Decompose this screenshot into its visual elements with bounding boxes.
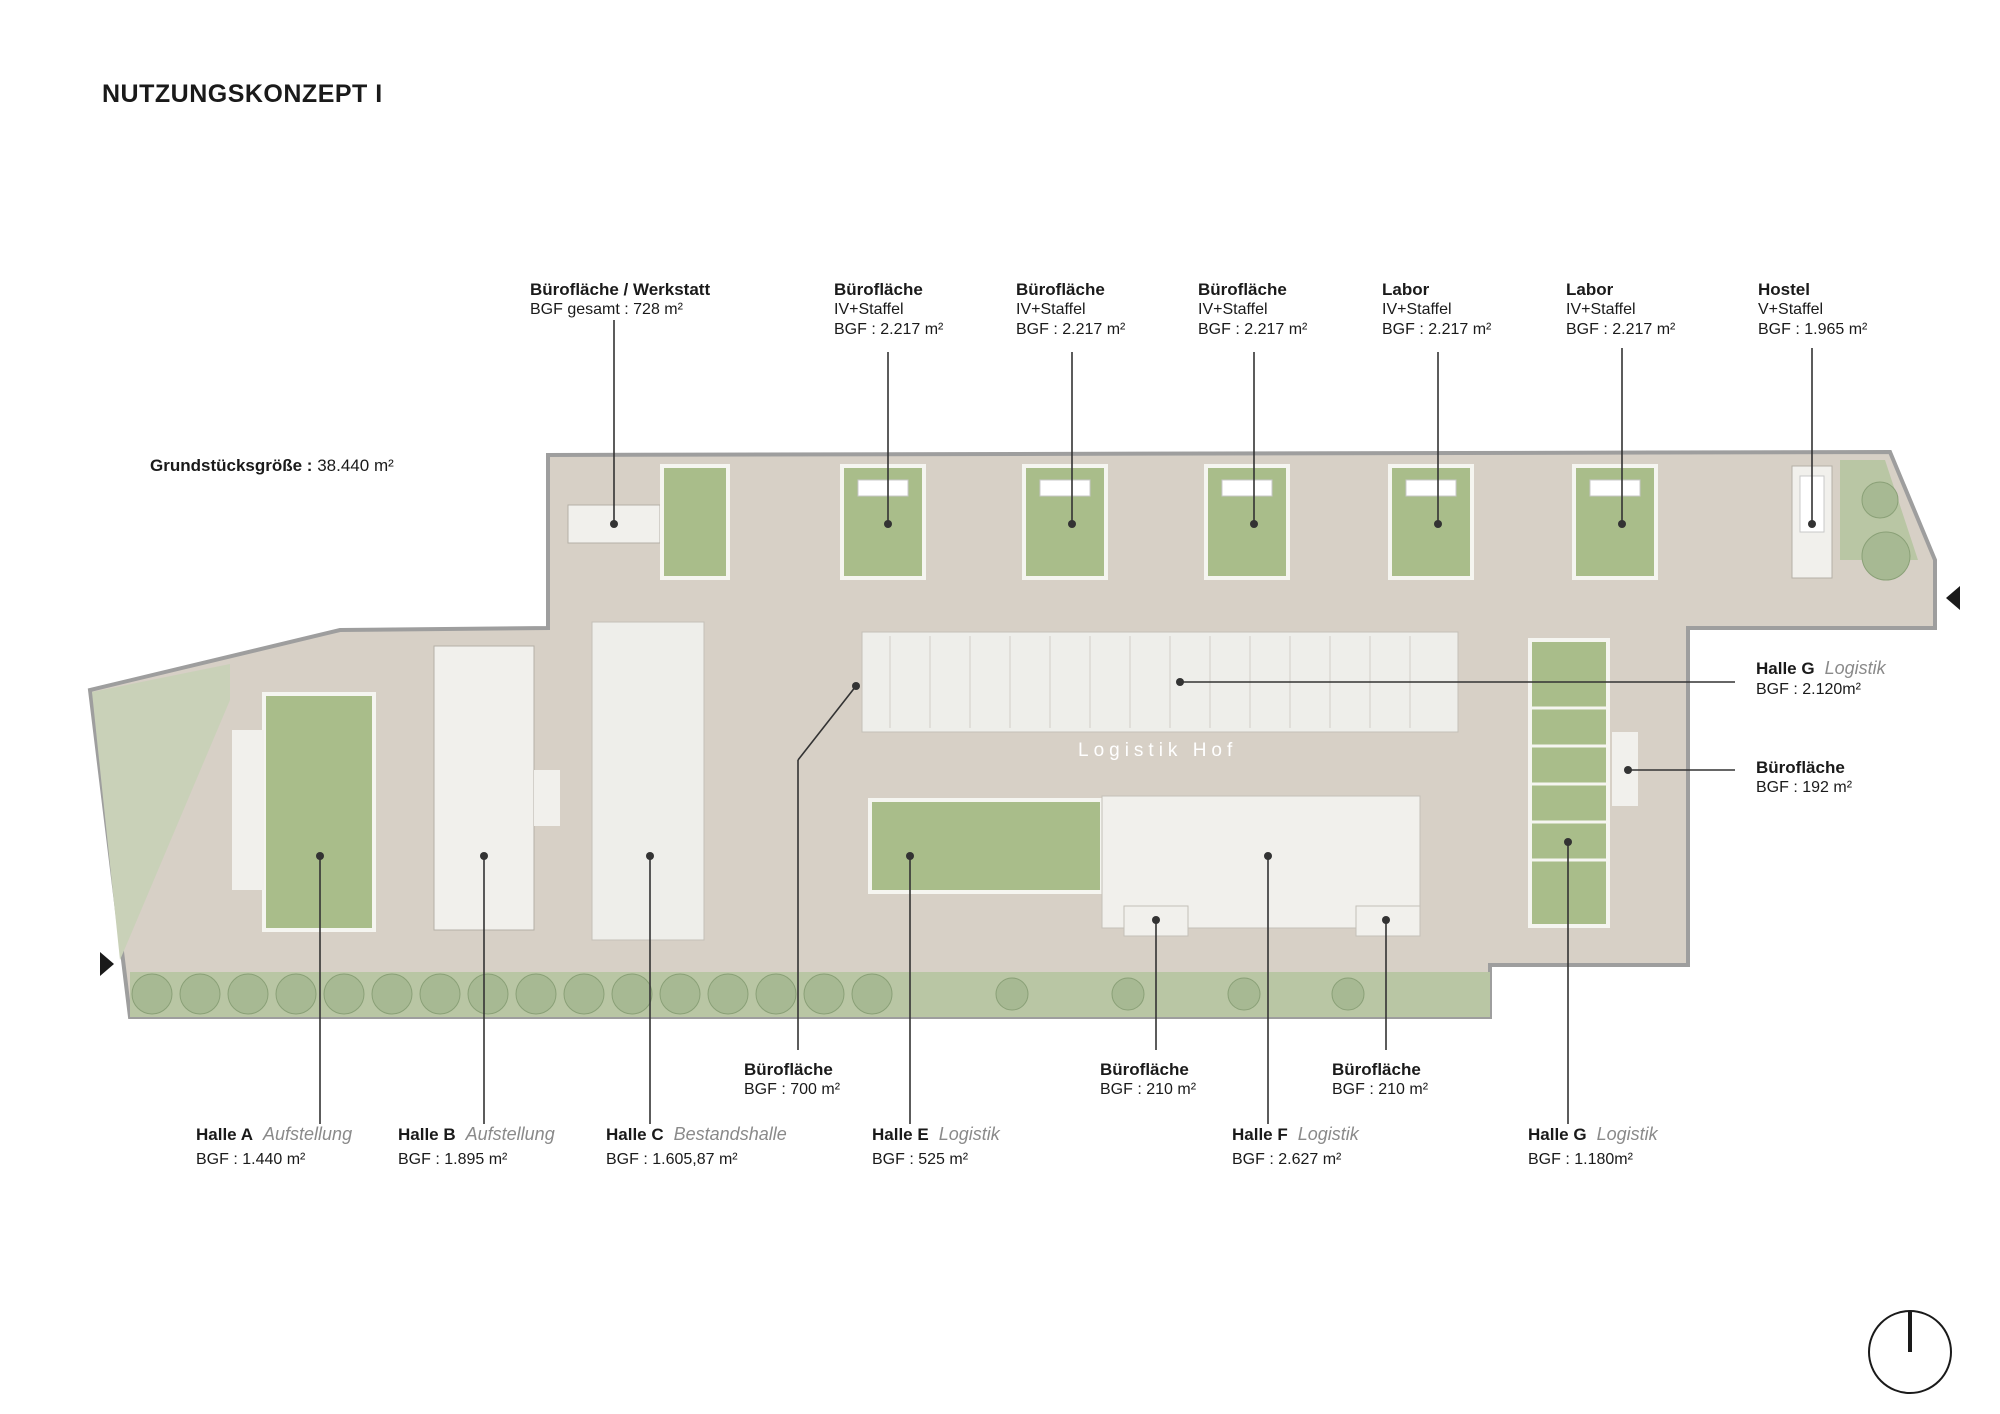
building-halle-b-annex bbox=[534, 770, 560, 826]
building-buero-werkstatt bbox=[660, 464, 730, 580]
site-area-value: 38.440 bbox=[317, 456, 370, 475]
leader-lines bbox=[319, 320, 1813, 1124]
entry-arrow-icon bbox=[100, 952, 114, 976]
page-title: NUTZUNGSKONZEPT I bbox=[102, 80, 383, 108]
building-halle-e bbox=[868, 798, 1104, 894]
tree-row-bottom bbox=[131, 481, 1911, 1015]
entry-arrow-icon bbox=[1946, 586, 1960, 610]
site-outline bbox=[87, 449, 1937, 1019]
building-halle-a-annex bbox=[232, 730, 264, 890]
green-wedge-left bbox=[92, 664, 230, 960]
building-halle-a bbox=[262, 692, 376, 932]
site-area-unit: m² bbox=[373, 456, 394, 475]
site-area-label: Grundstücksgröße : 38.440 m² bbox=[150, 456, 394, 476]
site-area-key: Grundstücksgröße : bbox=[150, 456, 313, 475]
leader-dots bbox=[316, 520, 1816, 924]
building-halle-c bbox=[591, 621, 705, 941]
roof-dividers-halle-g-right bbox=[1532, 706, 1606, 862]
yard-label: Logistik Hof bbox=[1078, 740, 1238, 761]
